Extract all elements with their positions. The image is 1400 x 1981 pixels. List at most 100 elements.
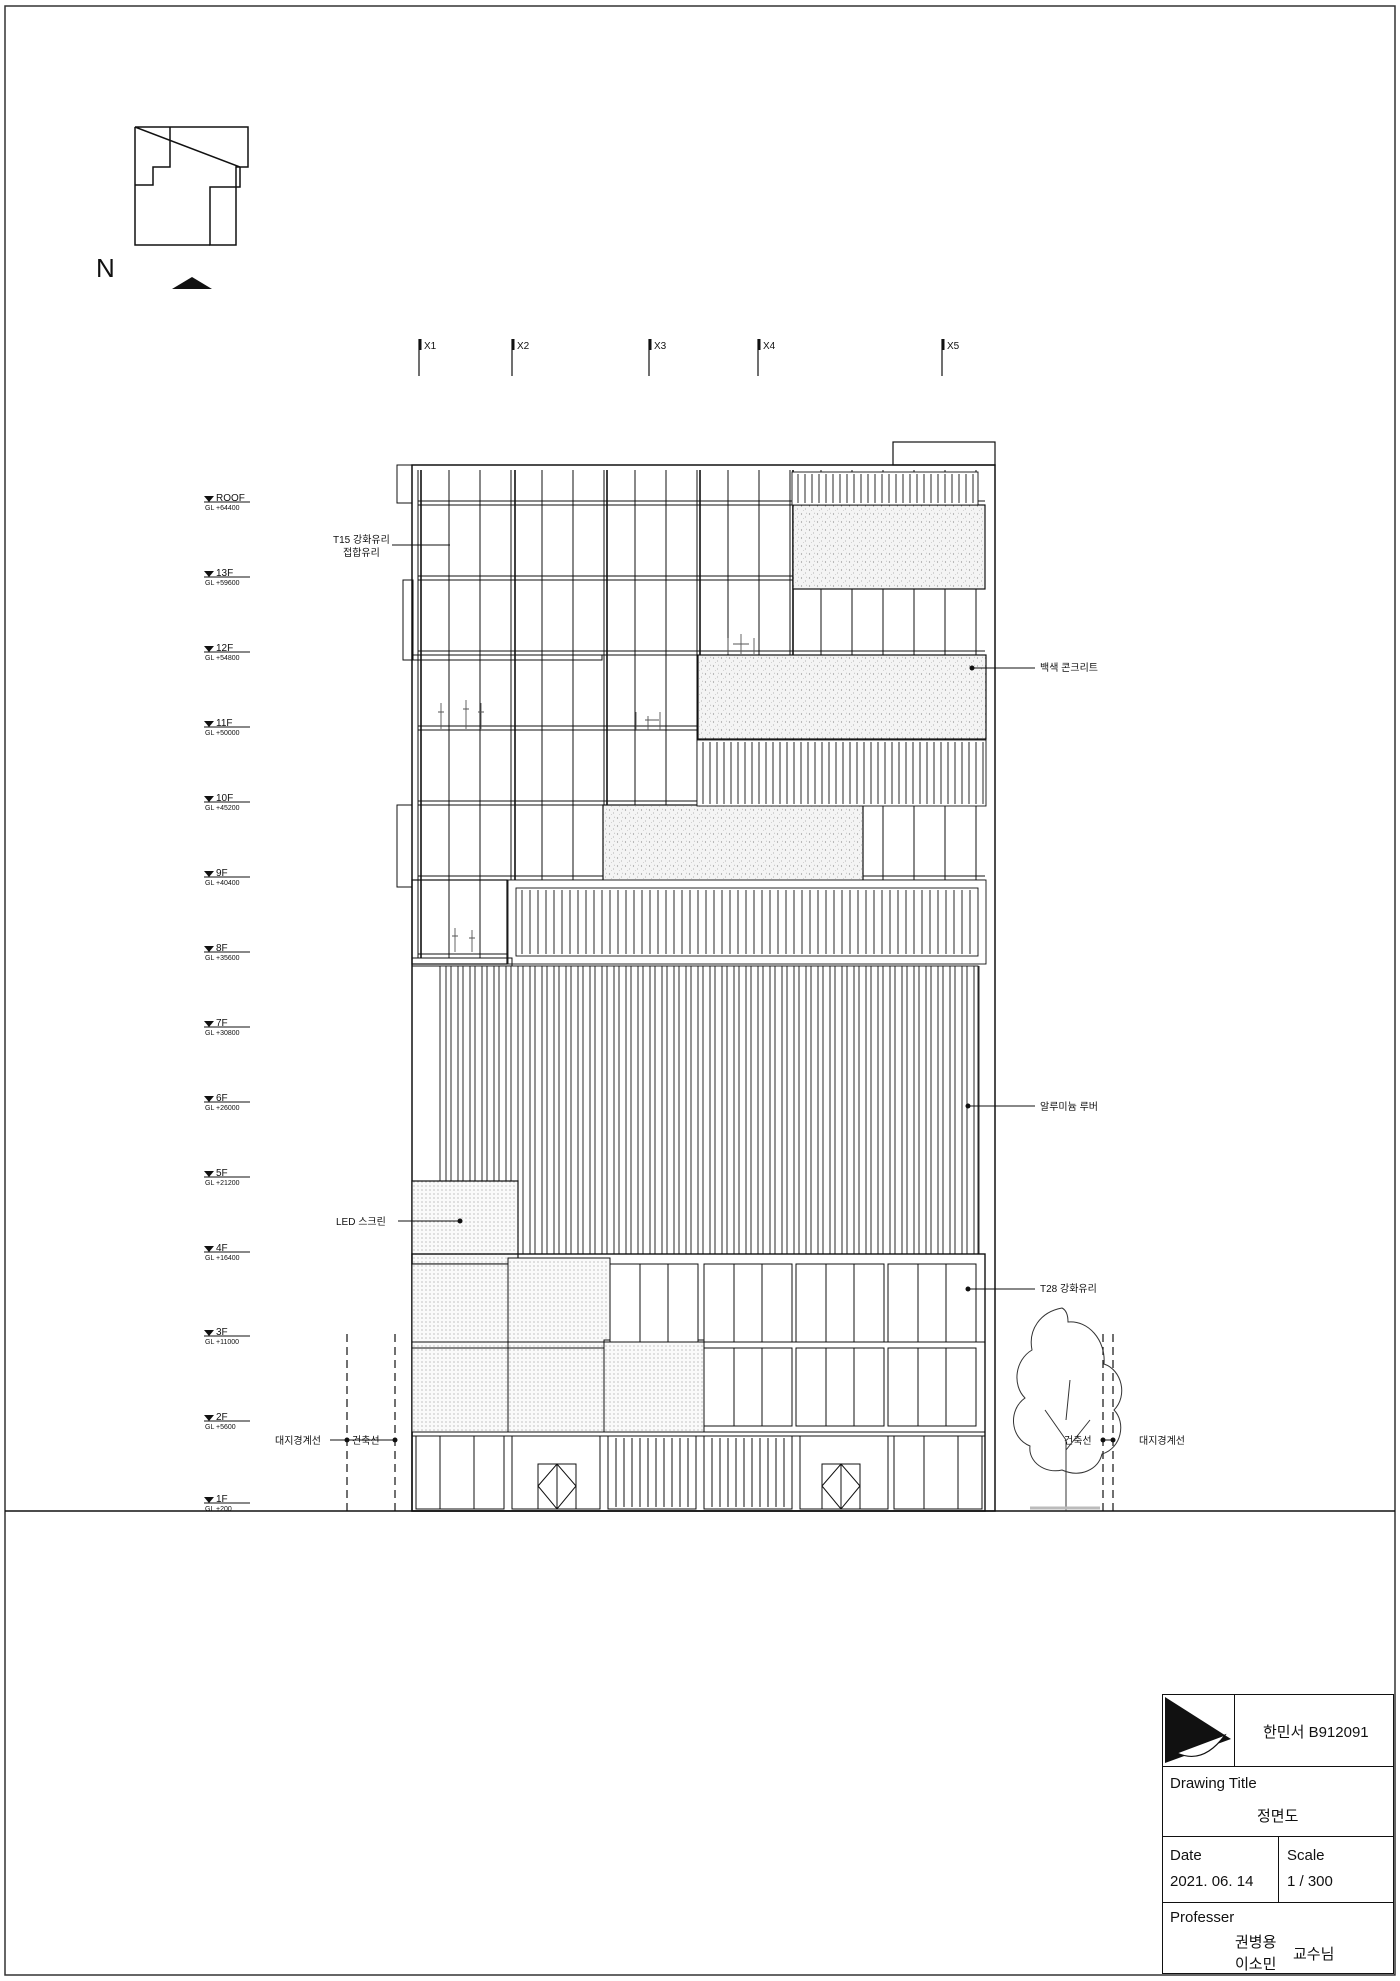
glass-bay (795, 1263, 885, 1343)
date-value: 2021. 06. 14 (1170, 1873, 1254, 1890)
glass-bay (887, 1347, 977, 1427)
annotation-leaders (330, 544, 1113, 1441)
level-name: 13F (216, 568, 233, 579)
ground-floor-bay (415, 1435, 505, 1510)
drawing-title-label: Drawing Title (1170, 1775, 1257, 1792)
date-scale-row: Date 2021. 06. 14 Scale 1 / 300 (1163, 1837, 1393, 1903)
label-aluminum-louver: 알루미늄 루버 (1040, 1101, 1098, 1113)
grid-axis-flag (758, 339, 761, 350)
school-logo (1163, 1695, 1235, 1767)
louver-panels (507, 471, 987, 965)
grid-axis-label: X2 (517, 341, 530, 352)
grid-axis-label: X3 (654, 341, 667, 352)
level-gl: GL +16400 (205, 1255, 240, 1262)
glass-bay (703, 1263, 793, 1343)
level-marker-icon (204, 871, 214, 877)
door-swing (821, 1463, 861, 1510)
student-name-id: 한민서 B912091 (1263, 1724, 1369, 1741)
perforated-panel (603, 1339, 705, 1433)
grid-axis-label: X1 (424, 341, 437, 352)
level-name: ROOF (216, 493, 245, 504)
glass-bay (795, 1347, 885, 1427)
glass-bay (887, 1263, 977, 1343)
level-name: 5F (216, 1168, 228, 1179)
sheet-border (4, 5, 1396, 1976)
ground-floor-bay (607, 1435, 697, 1510)
level-name: 10F (216, 793, 233, 804)
level-gl: GL +21200 (205, 1180, 240, 1187)
level-name: 1F (216, 1494, 228, 1505)
level-name: 7F (216, 1018, 228, 1029)
level-name: 9F (216, 868, 228, 879)
perforated-panel (507, 1257, 611, 1349)
level-name: 2F (216, 1412, 228, 1423)
door-swing (537, 1463, 577, 1510)
level-gl: GL +40400 (205, 880, 240, 887)
scale-value: 1 / 300 (1287, 1873, 1333, 1890)
level-name: 4F (216, 1243, 228, 1254)
ground-floor-bay (703, 1435, 793, 1510)
level-marker-icon (204, 946, 214, 952)
professor-row: Professer 권병용 이소민 교수님 (1163, 1903, 1393, 1975)
level-gl: GL +26000 (205, 1105, 240, 1112)
people-figures (438, 634, 755, 952)
louver-field (439, 965, 979, 1255)
level-name: 11F (216, 718, 233, 729)
label-building-line-left: 건축선 (352, 1435, 380, 1447)
level-marker-icon (204, 1497, 214, 1503)
professor-suffix: 교수님 (1293, 1946, 1335, 1963)
label-site-boundary-right: 대지경계선 (1139, 1434, 1185, 1447)
grid-axis-label: X5 (947, 341, 960, 352)
louver-box (696, 739, 987, 807)
grid-axis-flag (419, 339, 422, 350)
level-gl: GL +5600 (205, 1424, 236, 1431)
date-label: Date (1170, 1847, 1202, 1864)
grid-axis-flag (512, 339, 515, 350)
ground-floor-bay (893, 1435, 983, 1510)
aluminum-louver-wall (439, 965, 980, 1255)
louver-frame (515, 887, 979, 957)
level-marker-icon (204, 1171, 214, 1177)
label-site-boundary-left: 대지경계선 (275, 1434, 321, 1447)
level-name: 6F (216, 1093, 228, 1104)
level-marker-icon (204, 1021, 214, 1027)
level-gl: GL +54800 (205, 655, 240, 662)
level-gl: GL +35600 (205, 955, 240, 962)
level-marker-icon (204, 796, 214, 802)
label-building-line-right: 건축선 (1064, 1435, 1092, 1447)
label-glass-t15: T15 강화유리 (333, 534, 390, 546)
perforated-panel (411, 1347, 509, 1433)
level-marker-icon (204, 496, 214, 502)
level-marker-icon (204, 1330, 214, 1336)
level-gl: GL +200 (205, 1506, 232, 1513)
level-gl: GL +11000 (205, 1339, 239, 1346)
level-name: 3F (216, 1327, 228, 1338)
white-concrete-panel (602, 804, 864, 890)
drawing-title: 정면도 (1257, 1808, 1299, 1825)
level-gl: GL +30800 (205, 1030, 240, 1037)
level-gl: GL +45200 (205, 805, 240, 812)
podium-facade (411, 1253, 986, 1512)
professor-name-2: 이소민 (1235, 1956, 1277, 1973)
label-led-screen: LED 스크린 (336, 1216, 386, 1228)
level-gl: GL +59600 (205, 580, 240, 587)
level-marker-icon (204, 571, 214, 577)
building-elevation (396, 441, 996, 1512)
level-marker-icon (204, 1246, 214, 1252)
led-screen-panel (411, 1180, 519, 1265)
level-marker-icon (204, 1415, 214, 1421)
title-block: 한민서 B912091 Drawing Title 정면도 Date 2021.… (1162, 1694, 1394, 1974)
white-concrete-panel (792, 504, 986, 590)
level-marker-icon (204, 646, 214, 652)
tree-icon (1013, 1307, 1123, 1511)
level-name: 8F (216, 943, 228, 954)
level-gl: GL +50000 (205, 730, 240, 737)
site-lines (346, 1334, 1114, 1511)
date-cell: Date 2021. 06. 14 (1163, 1837, 1279, 1902)
perforated-panel (411, 1263, 509, 1349)
key-plan (134, 126, 249, 246)
level-gl: GL +64400 (205, 505, 240, 512)
title-block-header: 한민서 B912091 (1163, 1695, 1393, 1767)
